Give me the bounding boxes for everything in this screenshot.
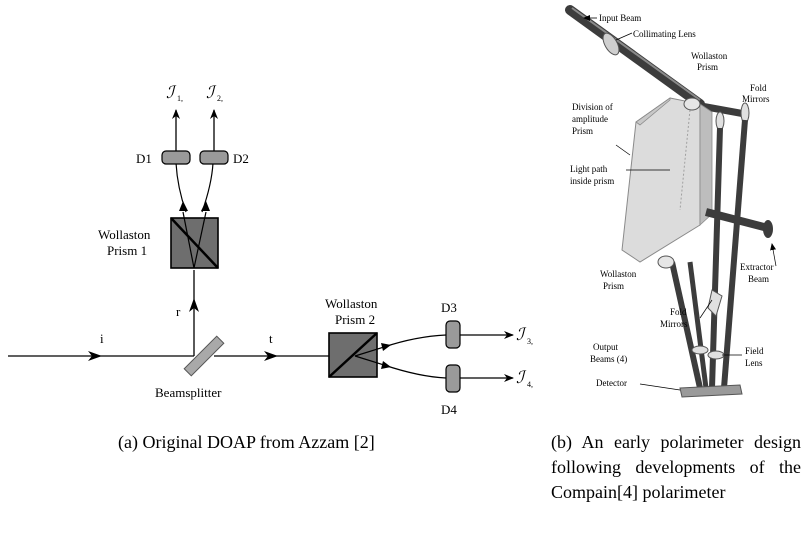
lbl-wollaston-top-1: Wollaston bbox=[691, 51, 728, 61]
wollaston-prism-1 bbox=[170, 217, 219, 269]
label-d3: D3 bbox=[441, 300, 457, 315]
render-light-path bbox=[679, 109, 691, 211]
prism1-inner-beam-right bbox=[193, 211, 207, 269]
lbl-fold-top-1: Fold bbox=[750, 83, 767, 93]
render-wollaston-bottom bbox=[657, 255, 675, 269]
prism2-inner-beam-top bbox=[354, 346, 385, 357]
render-fold-mirror-top-1 bbox=[715, 111, 725, 131]
render-collimating-lens bbox=[602, 32, 620, 56]
prism2-exit-arrowhead-top bbox=[381, 343, 391, 351]
panel-b-labels: Input Beam Collimating Lens Wollaston Pr… bbox=[570, 13, 773, 388]
wollaston-prism-2 bbox=[328, 332, 378, 378]
render-detector bbox=[679, 384, 743, 398]
beam-to-d2 bbox=[201, 162, 214, 213]
label-i3-sub: 3, bbox=[527, 337, 533, 346]
reflected-beam-arrowhead bbox=[189, 298, 199, 312]
lbl-output-2: Beams (4) bbox=[590, 354, 627, 364]
prism2-inner-beam-bottom bbox=[354, 355, 385, 366]
render-doa-prism-side bbox=[635, 97, 671, 126]
render-field-lens-2 bbox=[707, 350, 725, 360]
detector-d1 bbox=[161, 150, 191, 165]
render-beam-2 bbox=[721, 119, 748, 389]
prism1-exit-arrowhead-left bbox=[179, 201, 188, 211]
lbl-division-1: Division of bbox=[572, 102, 613, 112]
leader-collimating-lens bbox=[615, 32, 633, 41]
prism2-exit-arrowhead-bottom bbox=[381, 361, 391, 369]
detector-d2 bbox=[199, 150, 229, 165]
panel-a-diagram: i Beamsplitter r t Wollaston Prism 1 D1 … bbox=[8, 83, 533, 417]
render-fold-mirror-bottom bbox=[707, 289, 723, 317]
label-d1: D1 bbox=[136, 151, 152, 166]
render-beam-4 bbox=[687, 261, 709, 389]
lbl-wollaston-top-2: Prism bbox=[697, 62, 718, 72]
detector-d3 bbox=[445, 320, 461, 349]
lbl-collimating-lens: Collimating Lens bbox=[633, 29, 696, 39]
label-i2-sub: 2, bbox=[217, 94, 223, 103]
label-wollaston-2-line2: Prism 2 bbox=[335, 312, 375, 327]
label-i1-sub: 1, bbox=[177, 94, 183, 103]
label-t: t bbox=[269, 331, 273, 346]
render-field-lens-1 bbox=[691, 345, 709, 355]
render-doa-prism-face bbox=[699, 103, 713, 226]
label-wollaston-1-line2: Prism 1 bbox=[107, 243, 147, 258]
beamsplitter bbox=[183, 335, 225, 377]
render-beam-3 bbox=[669, 261, 703, 389]
beam-to-d3 bbox=[383, 334, 447, 348]
lbl-fold-bot-1: Fold bbox=[670, 307, 687, 317]
leader-division bbox=[615, 144, 631, 156]
label-wollaston-1-line1: Wollaston bbox=[98, 227, 151, 242]
lbl-wollaston-bot-1: Wollaston bbox=[600, 269, 637, 279]
prism1-inner-beam-left bbox=[182, 211, 195, 269]
leader-detector bbox=[639, 383, 681, 391]
lbl-detector: Detector bbox=[596, 378, 627, 388]
prism1-exit-arrowhead-right bbox=[201, 201, 210, 211]
render-input-beam-highlight bbox=[571, 7, 701, 101]
render-extractor-end bbox=[763, 220, 773, 238]
lbl-field-2: Lens bbox=[745, 358, 763, 368]
beam-to-d4 bbox=[383, 364, 447, 379]
label-d4: D4 bbox=[441, 402, 457, 417]
render-beam-1 bbox=[709, 127, 723, 389]
lbl-field-1: Field bbox=[745, 346, 764, 356]
label-i1: ℐ bbox=[166, 83, 177, 102]
lbl-wollaston-bot-2: Prism bbox=[603, 281, 624, 291]
lbl-light-path-2: inside prism bbox=[570, 176, 614, 186]
lbl-division-2: amplitude bbox=[572, 114, 608, 124]
caption-b: (b) An early polarimeter design followin… bbox=[551, 432, 801, 502]
label-beamsplitter: Beamsplitter bbox=[155, 385, 222, 400]
caption-a: (a) Original DOAP from Azzam [2] bbox=[118, 432, 375, 452]
label-i: i bbox=[100, 331, 104, 346]
label-i4: ℐ bbox=[516, 368, 527, 387]
lbl-extractor-2: Beam bbox=[748, 274, 769, 284]
leader-fold-bottom bbox=[699, 299, 713, 319]
label-i4-sub: 4, bbox=[527, 380, 533, 389]
label-r: r bbox=[176, 304, 181, 319]
label-i3: ℐ bbox=[516, 325, 527, 344]
input-beam-arrowhead bbox=[88, 351, 102, 361]
transmitted-beam-arrowhead bbox=[264, 351, 278, 361]
lbl-fold-bot-2: Mirrors bbox=[660, 319, 688, 329]
lbl-input-beam: Input Beam bbox=[599, 13, 641, 23]
render-wollaston-top bbox=[683, 97, 701, 111]
panel-b-render bbox=[565, 5, 777, 398]
label-wollaston-2-line1: Wollaston bbox=[325, 296, 378, 311]
lbl-fold-top-2: Mirrors bbox=[742, 94, 770, 104]
lbl-extractor-1: Extractor bbox=[740, 262, 773, 272]
label-i2: ℐ bbox=[206, 83, 217, 102]
detector-d4 bbox=[445, 364, 461, 393]
render-input-beam bbox=[565, 5, 705, 109]
label-d2: D2 bbox=[233, 151, 249, 166]
lbl-division-3: Prism bbox=[572, 126, 593, 136]
leader-extractor bbox=[770, 243, 777, 267]
lbl-output-1: Output bbox=[593, 342, 619, 352]
lbl-light-path-1: Light path bbox=[570, 164, 608, 174]
